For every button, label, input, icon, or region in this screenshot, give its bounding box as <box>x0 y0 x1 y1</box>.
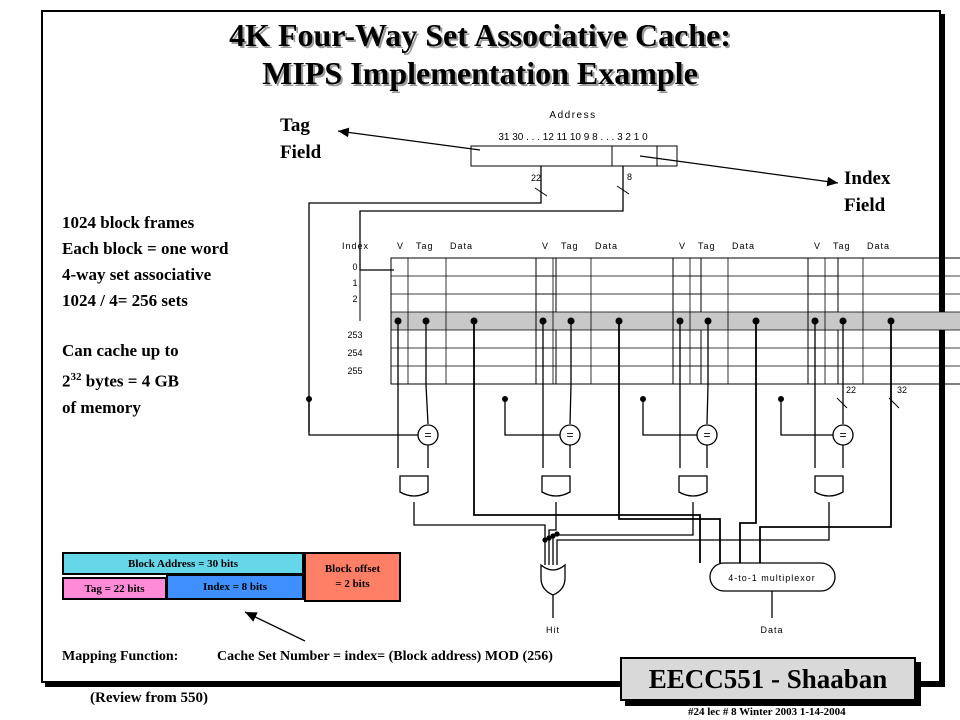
index-bus <box>359 166 630 271</box>
hit-select-wire <box>552 502 694 565</box>
way-header: Tag <box>561 241 579 251</box>
review-note: (Review from 550) <box>90 690 209 706</box>
index-label: 1 <box>352 278 357 288</box>
tag-wire <box>706 321 709 425</box>
and-gate <box>814 475 844 497</box>
data-bus <box>759 321 892 563</box>
and-gate <box>678 475 708 497</box>
and-gate <box>399 475 429 497</box>
info-line: 1024 / 4= 256 sets <box>62 291 188 310</box>
index-bits-box: Index = 8 bits <box>166 574 304 600</box>
tag-bits-box: Tag = 22 bits <box>62 577 167 600</box>
slide-title-line2: MIPS Implementation Example <box>262 55 698 91</box>
data-bus <box>473 321 701 563</box>
cache-way: = <box>502 257 702 541</box>
cache-way: = <box>554 257 960 537</box>
index-label: 253 <box>347 330 362 340</box>
way-header: V <box>542 241 549 251</box>
way-headers: V Tag Data V Tag Data V Tag Data V Tag Data <box>397 241 890 251</box>
way-header: Data <box>450 241 473 251</box>
index-bus-width: 8 <box>627 172 632 182</box>
index-labels: 0 1 2 253 254 255 <box>347 262 362 376</box>
comparator-symbol: = <box>566 428 573 442</box>
block-offset-box: Block offset = 2 bits <box>304 552 401 602</box>
tag-wire <box>425 321 429 425</box>
address-label: Address <box>549 110 596 121</box>
hit-select-wire <box>548 502 557 565</box>
way-header: Tag <box>698 241 716 251</box>
tag-bus-branch <box>504 399 560 436</box>
cache-parameters: 1024 block frames Each block = one word … <box>62 210 228 314</box>
way-header: Data <box>867 241 890 251</box>
bus-slash <box>836 397 848 409</box>
selected-set-row <box>808 312 960 330</box>
tag-bus-branch <box>642 399 697 436</box>
index-label: 255 <box>347 366 362 376</box>
way-header: V <box>814 241 821 251</box>
index-field-label: Index Field <box>844 168 891 216</box>
cache-ways: = = = = <box>306 257 960 543</box>
index-label: 0 <box>352 262 357 272</box>
index-field-arrow <box>639 155 839 187</box>
tag-bus-branch <box>308 399 418 436</box>
comparator-symbol: = <box>424 428 431 442</box>
bus-slash <box>888 397 900 409</box>
cache-way: = <box>306 257 557 543</box>
routing-wires <box>308 270 900 565</box>
tag-bus-branch <box>780 399 833 436</box>
data-bus <box>739 321 757 563</box>
bus-width-tag: 22 <box>846 385 856 395</box>
course-badge: EECC551 - Shaaban <box>620 657 916 701</box>
tag-bus <box>308 166 548 432</box>
slide-title-line1: 4K Four-Way Set Associative Cache: <box>229 17 731 53</box>
data-output: Data <box>760 625 783 635</box>
cache-way: = <box>550 257 839 539</box>
hit-select-wire <box>413 502 546 565</box>
way-header: Tag <box>833 241 851 251</box>
index-label: 2 <box>352 294 357 304</box>
slide-footer: #24 lec # 8 Winter 2003 1-14-2004 <box>688 706 846 718</box>
tag-field-label: Tag Field <box>280 115 322 163</box>
info-line: 4-way set associative <box>62 265 212 284</box>
way-header: Data <box>595 241 618 251</box>
data-bus <box>618 321 721 563</box>
tag-field-arrow <box>337 127 481 151</box>
comparator-symbol: = <box>703 428 710 442</box>
tag-wire <box>569 321 572 425</box>
mapping-formula: Cache Set Number = index= (Block address… <box>217 649 553 664</box>
or-gate <box>540 563 566 596</box>
way-header: Tag <box>416 241 434 251</box>
address-bits: 31 30 . . . 12 11 10 9 8 . . . 3 2 1 0 <box>498 132 648 143</box>
hit-output: Hit <box>546 625 560 635</box>
mapping-label: Mapping Function: <box>62 649 179 664</box>
address-register <box>470 145 678 167</box>
info-line: Each block = one word <box>62 239 229 258</box>
index-label: 254 <box>347 348 362 358</box>
way-header: Data <box>732 241 755 251</box>
info-line: 1024 block frames <box>62 213 195 232</box>
way-header: V <box>397 241 404 251</box>
and-gate <box>541 475 571 497</box>
tag-bus-width: 22 <box>531 173 541 183</box>
svg-text:4-to-1 multiplexor: 4-to-1 multiplexor <box>728 573 816 583</box>
way-header: V <box>679 241 686 251</box>
bus-width-data: 32 <box>897 385 907 395</box>
multiplexor: 4-to-1 multiplexor <box>709 562 836 592</box>
index-header: Index <box>342 241 369 251</box>
select-junction <box>554 531 560 537</box>
hit-select-wire <box>556 502 830 565</box>
comparator-symbol: = <box>839 428 846 442</box>
block-address-box: Block Address = 30 bits <box>62 552 304 575</box>
cache-capacity-note: Can cache up to 232 bytes = 4 GB of memo… <box>62 341 180 417</box>
